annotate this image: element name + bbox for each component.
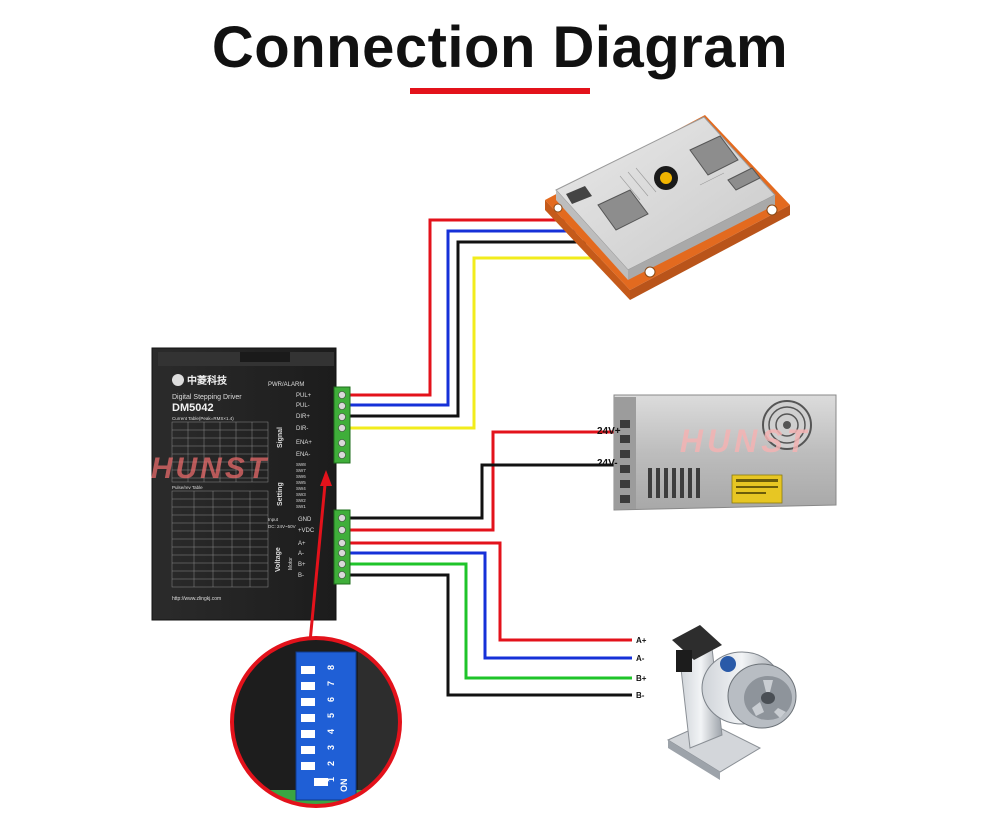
- driver-input-label: Input: [268, 517, 279, 522]
- driver-terminal-a-minus: A-: [298, 551, 304, 557]
- wire-red-a-plus: [348, 541, 632, 642]
- power-supply: HUNST 24V+ 24V-: [597, 394, 837, 511]
- wire-blue-a-minus: [348, 551, 632, 660]
- driver-subtitle: Digital Stepping Driver: [172, 394, 242, 401]
- dip-number-5: 5: [326, 713, 336, 718]
- wire-red-pul-plus: [348, 218, 590, 397]
- psu-terminal-neg-label: 24V-: [597, 458, 618, 469]
- wire-black-dir-plus: [348, 240, 610, 418]
- driver-brand: 中菱科技: [187, 374, 228, 387]
- sw6-label: SW6: [296, 474, 306, 479]
- wire-red-vdc: [348, 430, 622, 532]
- stepper-driver: 中菱科技 Digital Stepping Driver DM5042 Curr…: [151, 347, 351, 621]
- sw8-label: SW8: [296, 462, 306, 467]
- motor-group-label: Motor: [288, 557, 294, 570]
- terminal-pul-minus-label: PUL-: [296, 403, 310, 409]
- dip-number-7: 7: [326, 681, 336, 686]
- driver-watermark: HUNST: [151, 452, 269, 485]
- callout-circle: [230, 636, 402, 808]
- dip-number-1: 1: [326, 777, 336, 782]
- motion-controller-card: [545, 115, 790, 300]
- sw1-label: SW1: [296, 504, 306, 509]
- sw4-label: SW4: [296, 486, 306, 491]
- driver-signal-header: PWR/ALARM: [268, 382, 304, 388]
- driver-pulse-table-label: Pulse/rev Table: [172, 485, 203, 490]
- dip-number-4: 4: [326, 729, 336, 734]
- terminal-ena-minus-label: ENA-: [296, 452, 310, 458]
- sw3-label: SW3: [296, 492, 306, 497]
- wire-yellow-dir-minus: [348, 256, 622, 430]
- terminal-dir-minus-label: DIR-: [296, 426, 308, 432]
- psu-terminal-pos-label: 24V+: [597, 426, 621, 437]
- power-motor-terminal-block: [333, 509, 351, 585]
- driver-input-range: DC: 24V~50V: [268, 524, 296, 529]
- dip-switch-callout: 1 2 3 4 5 6 7 8 ON: [230, 470, 402, 808]
- signal-terminal-labels: PUL+ PUL- DIR+ DIR- ENA+ ENA-: [296, 393, 312, 458]
- wire-black-b-minus: [348, 573, 632, 697]
- sw7-label: SW7: [296, 468, 306, 473]
- signal-terminal-block: [333, 386, 351, 464]
- wire-black-gnd: [348, 463, 622, 520]
- driver-current-table-label: Current Table(Peak=RMS×1.4): [172, 416, 234, 421]
- terminal-vdc-label: +VDC: [298, 528, 315, 534]
- driver-terminal-b-plus: B+: [298, 562, 306, 568]
- title-underline: [410, 88, 590, 94]
- rotary-axis-motor: A+ A- B+ B-: [636, 625, 797, 780]
- dip-number-8: 8: [326, 665, 336, 670]
- callout-leader-line: [308, 473, 328, 643]
- callout-arrow-icon: [320, 470, 332, 486]
- psu-watermark: HUNST: [680, 423, 810, 459]
- driver-website: http://www.zlingkj.com: [172, 596, 221, 602]
- wires: [348, 218, 632, 697]
- signal-group-label: Signal: [277, 427, 284, 448]
- driver-terminal-a-plus: A+: [298, 541, 306, 547]
- dip-on-label: ON: [339, 779, 349, 793]
- dip-number-6: 6: [326, 697, 336, 702]
- driver-model: DM5042: [172, 402, 214, 414]
- voltage-group-label: Voltage: [275, 547, 282, 572]
- wire-blue-pul-minus: [348, 229, 600, 407]
- motor-terminal-b-plus: B+: [636, 674, 647, 683]
- dip-number-2: 2: [326, 761, 336, 766]
- sw2-label: SW2: [296, 498, 306, 503]
- motor-terminal-a-plus: A+: [636, 636, 647, 645]
- dip-switch-numbers: 1 2 3 4 5 6 7 8 ON: [326, 665, 349, 792]
- sw5-label: SW5: [296, 480, 306, 485]
- setting-group-label: Setting: [277, 482, 284, 506]
- terminal-ena-plus-label: ENA+: [296, 440, 312, 446]
- terminal-pul-plus-label: PUL+: [296, 393, 312, 399]
- terminal-gnd-label: GND: [298, 517, 312, 523]
- page-title: Connection Diagram: [211, 15, 789, 80]
- dip-number-3: 3: [326, 745, 336, 750]
- motor-terminal-b-minus: B-: [636, 691, 645, 700]
- motor-terminal-a-minus: A-: [636, 654, 645, 663]
- setting-switch-labels: SW8 SW7 SW6 SW5 SW4 SW3 SW2 SW1: [296, 462, 306, 509]
- terminal-dir-plus-label: DIR+: [296, 414, 310, 420]
- motor-terminal-labels: A+ A- B+ B-: [298, 541, 306, 579]
- driver-terminal-b-minus: B-: [298, 573, 304, 579]
- wire-green-b-plus: [348, 562, 632, 680]
